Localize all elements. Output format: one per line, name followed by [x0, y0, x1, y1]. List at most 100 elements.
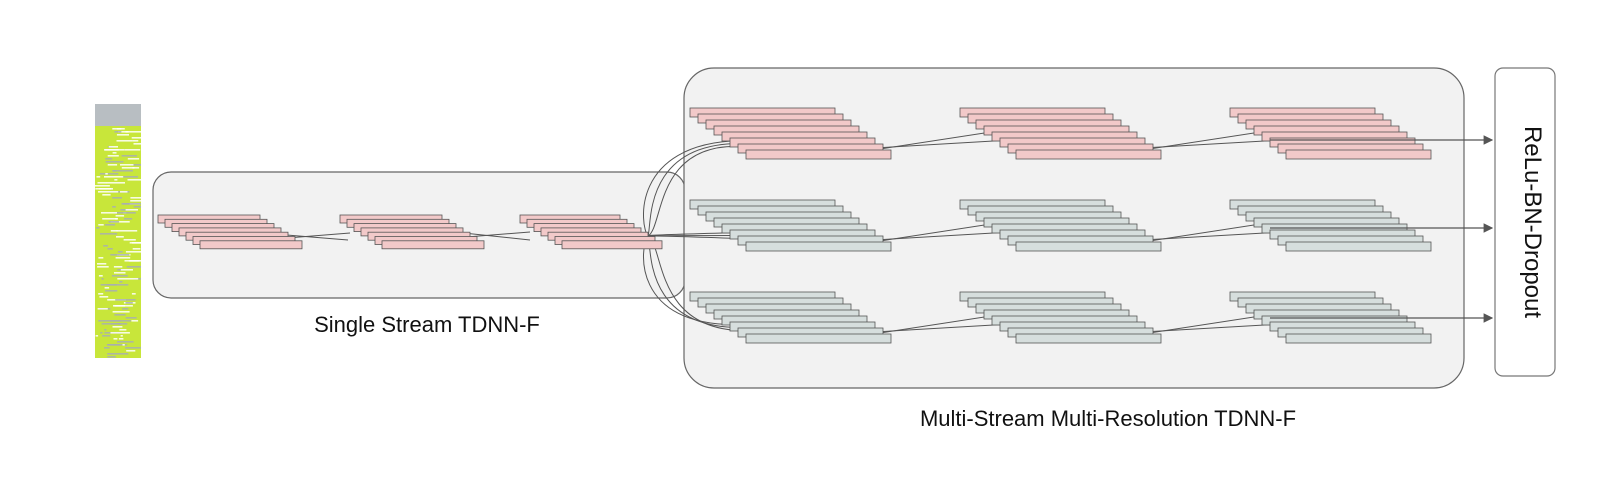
spectrogram-speckle: [112, 326, 123, 328]
spectrogram-speckle: [117, 251, 123, 253]
spectrogram-speckle: [126, 266, 141, 268]
single-stream-layer-2: [339, 214, 485, 250]
stream-3-layer-3: [1229, 291, 1432, 344]
spectrogram-speckle: [97, 182, 107, 184]
spectrogram-speckle: [108, 221, 120, 223]
spectrogram-speckle: [131, 164, 141, 166]
spectrogram-speckle: [112, 206, 116, 208]
spectrogram-speckle: [120, 191, 128, 193]
output-block: [1494, 67, 1556, 377]
spectrogram-speckle: [102, 218, 118, 220]
spectrogram-speckle: [112, 311, 130, 313]
spectrogram-speckle: [112, 152, 117, 154]
spectrogram-speckle: [105, 161, 124, 163]
spectrogram-speckle: [133, 206, 141, 208]
spectrogram-speckle: [113, 266, 123, 268]
spectrogram-speckle: [105, 290, 118, 292]
spectrogram-speckle: [98, 224, 104, 226]
spectrogram-speckle: [104, 176, 124, 178]
stream-2-layer-2: [959, 199, 1162, 252]
stream-3-layer-1: [689, 291, 892, 344]
spectrogram-speckle: [110, 221, 130, 223]
fan-out-curve: [647, 145, 741, 237]
spectrogram-speckle: [110, 320, 131, 322]
spectrogram-speckle: [132, 248, 141, 250]
spectrogram-speckle: [117, 278, 139, 280]
spectrogram-speckle: [120, 335, 123, 337]
spectrogram-speckle: [108, 146, 118, 148]
layer-slab: [381, 240, 485, 250]
spectrogram-speckle: [95, 335, 99, 337]
spectrogram-speckle: [95, 185, 110, 187]
spectrogram-speckle: [105, 158, 113, 160]
spectrogram-speckle: [125, 209, 138, 211]
spectrogram-speckle: [98, 191, 119, 193]
spectrogram-speckle: [116, 134, 129, 136]
spectrogram-speckle: [116, 140, 133, 142]
spectrogram-speckle: [131, 293, 136, 295]
spectrogram-speckle: [107, 356, 116, 358]
spectrogram-speckle: [107, 248, 113, 250]
spectrogram-speckle: [117, 269, 124, 271]
spectrogram-speckle: [132, 140, 139, 142]
spectrogram-speckle: [96, 176, 101, 178]
single-stream-layer-1: [157, 214, 303, 250]
spectrogram-speckle: [100, 233, 118, 235]
spectrogram-speckle: [102, 335, 111, 337]
spectrogram-speckle: [97, 266, 109, 268]
single-stream-layer-3: [519, 214, 663, 250]
layer-stacks: [157, 107, 1432, 344]
spectrogram-speckle: [125, 251, 141, 253]
spectrogram-speckle: [98, 257, 104, 259]
layer-slab: [1285, 149, 1432, 160]
spectrogram-speckle: [98, 275, 103, 277]
spectrogram-speckle: [102, 194, 111, 196]
spectrogram-speckle: [103, 245, 108, 247]
spectrogram-speckle: [118, 131, 129, 133]
spectrogram-speckle: [119, 329, 127, 331]
spectrogram-speckle: [106, 284, 129, 286]
layer-slab: [1285, 241, 1432, 252]
spectrogram-speckle: [118, 323, 128, 325]
spectrogram-speckle: [115, 257, 131, 259]
spectrogram-speckle: [101, 278, 104, 280]
spectrogram-speckle: [122, 308, 129, 310]
spectrogram-speckle: [133, 143, 141, 145]
spectrogram-speckle: [97, 263, 107, 265]
spectrogram-speckle: [114, 305, 126, 307]
spectrogram-speckle: [114, 131, 122, 133]
spectrogram-speckle: [127, 158, 140, 160]
spectrogram-speckle: [121, 167, 140, 169]
input-spectrogram: [95, 104, 141, 358]
spectrogram-speckle: [120, 209, 131, 211]
output-arrows: [1270, 135, 1494, 323]
output-block-label: ReLu-BN-Dropout: [1519, 126, 1546, 318]
spectrogram-speckle: [99, 296, 109, 298]
spectrogram-speckle: [104, 329, 107, 331]
spectrogram-speckle: [132, 167, 135, 169]
stream-1-layer-1: [689, 107, 892, 160]
spectrogram-speckle: [130, 197, 141, 199]
stream-1-layer-2: [959, 107, 1162, 160]
stream-1-layer-3: [1229, 107, 1432, 160]
spectrogram-speckle: [116, 230, 138, 232]
spectrogram-speckle: [131, 137, 141, 139]
spectrogram-speckle: [130, 200, 141, 202]
layer-slab: [745, 333, 892, 344]
spectrogram-speckle: [122, 203, 141, 205]
spectrogram-speckle: [113, 212, 136, 214]
spectrogram-speckle: [123, 239, 136, 241]
spectrogram-speckle: [120, 269, 133, 271]
spectrogram-speckle: [113, 338, 118, 340]
spectrogram-speckle: [104, 224, 116, 226]
spectrogram-speckle: [112, 170, 133, 172]
spectrogram-speckle: [129, 260, 139, 262]
spectrogram-speckle: [96, 227, 100, 229]
spectrogram-speckle: [116, 236, 124, 238]
spectrogram-speckle: [106, 182, 125, 184]
layer-slab: [199, 240, 303, 250]
spectrogram-speckle: [104, 287, 110, 289]
spectrogram-speckle: [104, 347, 110, 349]
spectrogram-speckle: [107, 164, 118, 166]
fan-out-curve: [642, 140, 741, 237]
